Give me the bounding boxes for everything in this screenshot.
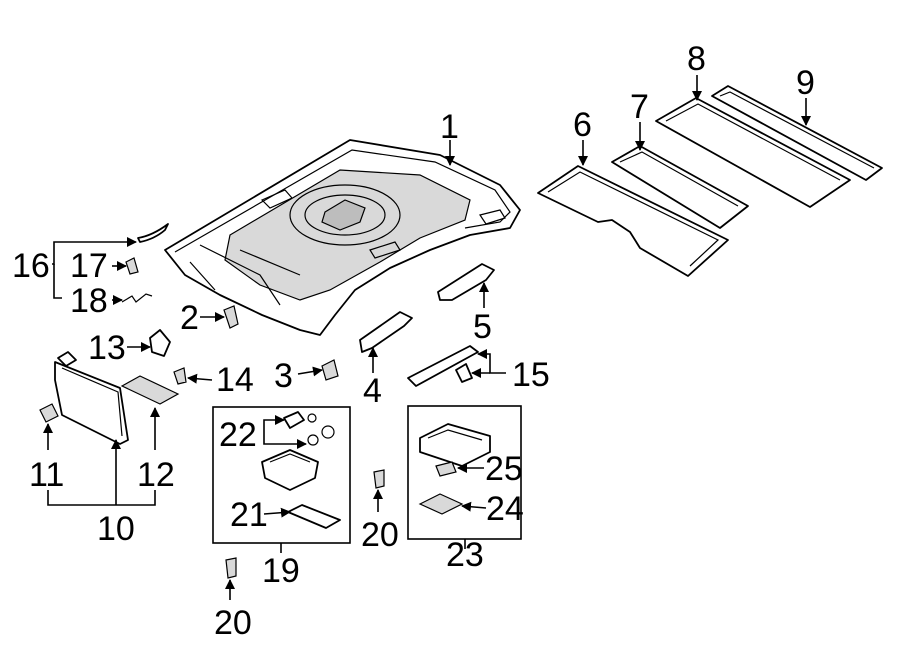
insulator-pad-8 (655, 97, 851, 208)
callout-18: 18 (70, 282, 108, 320)
callout-4: 4 (363, 372, 382, 410)
callout-25: 25 (485, 450, 523, 488)
grab-strip-part (137, 223, 169, 243)
insulator-pad-9 (711, 85, 883, 181)
leader-24 (461, 501, 487, 512)
leader-16-lower (53, 264, 62, 299)
callout-6: 6 (573, 106, 592, 144)
callout-5: 5 (473, 308, 492, 346)
lens-24-part (418, 493, 464, 515)
callout-20b: 20 (214, 604, 252, 642)
clip-3-part (321, 359, 339, 381)
leader-3 (297, 366, 323, 377)
leader-22b (263, 432, 307, 449)
callout-2: 2 (180, 299, 199, 337)
callout-19: 19 (262, 552, 300, 590)
insulator-pad-7 (611, 145, 749, 229)
callout-7: 7 (630, 88, 649, 126)
callout-22: 22 (219, 416, 257, 454)
clip-2-part (223, 305, 239, 329)
dome-lamp-19-part (261, 411, 335, 491)
callout-11: 11 (29, 456, 64, 494)
screw-20a-part (373, 469, 385, 489)
leader-22a (263, 415, 285, 432)
screw-20b-part (225, 557, 237, 579)
callout-14: 14 (216, 361, 254, 399)
callout-3: 3 (274, 357, 293, 395)
callout-8: 8 (687, 40, 706, 78)
callout-13: 13 (88, 329, 126, 367)
assist-handle-part (407, 345, 479, 387)
visor-holder-part (149, 329, 171, 357)
bracket-5-part (437, 263, 495, 301)
callout-12: 12 (137, 456, 175, 494)
callout-9: 9 (796, 64, 815, 102)
headliner-part (164, 139, 521, 336)
leader-21 (263, 507, 291, 518)
callout-15: 15 (512, 356, 550, 394)
mirror-cover-part (120, 375, 180, 405)
leader-15a (477, 349, 506, 374)
callout-24: 24 (486, 490, 524, 528)
wire-18-part (121, 293, 153, 303)
callout-10: 10 (97, 510, 135, 548)
clip-14-part (173, 367, 187, 385)
callout-23: 23 (446, 536, 484, 574)
bracket-4-part (359, 311, 413, 353)
leader-lines (43, 75, 811, 600)
leader-10-bracket (47, 490, 156, 506)
leader-16-bracket (52, 237, 137, 265)
callout-labels: 1 2 3 4 5 6 7 8 9 10 11 12 13 14 15 16 1… (12, 40, 815, 642)
leader-14 (187, 373, 213, 384)
callout-1: 1 (440, 108, 459, 146)
lens-21-part (287, 504, 341, 529)
insulator-pad-6 (537, 165, 729, 277)
visor-clip-part (39, 403, 59, 423)
clip-17-part (125, 257, 139, 275)
map-lamp-23-part (419, 423, 491, 467)
callout-17: 17 (70, 247, 108, 285)
callout-16: 16 (12, 247, 50, 285)
callout-21: 21 (230, 496, 268, 534)
bulb-25-part (435, 461, 457, 477)
callout-20a: 20 (361, 516, 399, 554)
